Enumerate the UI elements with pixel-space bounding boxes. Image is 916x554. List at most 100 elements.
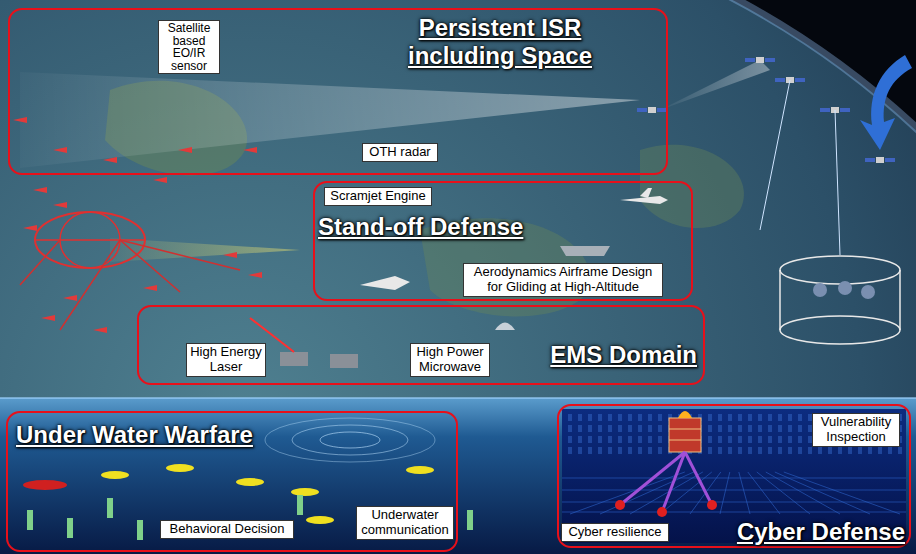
binary-bit [708,425,712,432]
region-title: Stand-off Defense [318,213,523,241]
binary-bit [708,436,712,443]
sea-ground [0,398,916,554]
binary-bit [798,425,802,432]
binary-bit [838,447,842,454]
strike-line [120,240,240,270]
command-post [899,270,901,330]
tech-label: Satellite based EO/IR sensor [162,22,216,72]
binary-bit [768,425,772,432]
buoy-group [27,495,473,540]
binary-bit [788,447,792,454]
operator-figure [813,283,827,297]
binary-bit [608,425,612,432]
aircraft [63,295,77,301]
region-title: EMS Domain [550,341,697,369]
network-node [657,507,667,517]
firewall-flame [678,411,692,418]
binary-bit [628,436,632,443]
grid-line [562,478,906,479]
tech-label: OTH radar [366,145,434,160]
binary-bit [648,425,652,432]
laser-vehicle [280,352,308,366]
operator-figure [838,281,852,295]
binary-bit [628,414,632,421]
tech-label-box: Aerodynamics Airframe Design for Gliding… [463,263,663,297]
tech-label: Underwater communication [360,508,450,538]
domain-region: Stand-off DefenseScramjet EngineAerodyna… [313,181,693,301]
sensor-buoy [27,510,33,530]
binary-bit [658,447,662,454]
aircraft [33,187,47,193]
binary-bit [888,447,892,454]
grid-line [630,472,703,514]
binary-bit [798,447,802,454]
binary-bit [898,447,902,454]
sensor-beam [660,60,770,110]
sonar-ring [292,425,408,455]
tech-label-box: Cyber resilience [561,523,669,542]
region-title: Persistent ISR including Space [370,14,630,69]
strike-line [60,240,120,330]
binary-bit [648,414,652,421]
binary-bit [778,447,782,454]
binary-bit [638,425,642,432]
binary-bit [598,436,602,443]
solar-panel [885,158,895,162]
binary-bit [748,414,752,421]
orbit-arrow [860,55,912,150]
binary-bit [768,447,772,454]
datalink-line [835,110,840,255]
binary-bit [778,414,782,421]
tech-label-box: Vulnerability Inspection [812,413,900,447]
standoff-beam [110,238,300,262]
binary-bit [758,436,762,443]
binary-bit [618,425,622,432]
aircraft [248,272,262,278]
binary-bit [588,414,592,421]
binary-bit [588,436,592,443]
binary-bit [578,436,582,443]
grid-line [739,472,750,514]
datalink-line [760,80,790,230]
aircraft [143,285,157,291]
binary-bit [738,436,742,443]
solar-panel [637,108,647,112]
tech-label: Aerodynamics Airframe Design for Gliding… [467,265,659,295]
firewall-icon [669,440,701,441]
tech-label: High Power Microwave [414,345,486,375]
aircraft [178,147,192,153]
firewall-icon [669,429,701,430]
wire-sphere [35,239,145,241]
command-post [779,270,781,330]
binary-bit [598,447,602,454]
uuv [101,471,129,479]
aircraft [243,147,257,153]
solar-panel [820,108,830,112]
binary-bit [718,447,722,454]
binary-bit [598,425,602,432]
aircraft [53,202,67,208]
sensor-buoy [467,510,473,530]
domain-region: Under Water WarfareBehavioral DecisionUn… [6,411,458,552]
binary-bit [658,436,662,443]
binary-bit [578,447,582,454]
operator-figure [861,285,875,299]
binary-bit [708,447,712,454]
binary-bit [748,425,752,432]
laser-vehicle [330,354,358,368]
tech-label-box: Underwater communication [356,506,454,540]
aircraft [53,147,67,153]
strike-line [20,240,60,285]
binary-bit [608,414,612,421]
binary-bit [658,425,662,432]
solar-panel [745,58,755,62]
scramjet-aircraft [640,188,652,198]
binary-bit [738,447,742,454]
grid-line [766,472,840,514]
aircraft [23,225,37,231]
binary-bit [788,425,792,432]
